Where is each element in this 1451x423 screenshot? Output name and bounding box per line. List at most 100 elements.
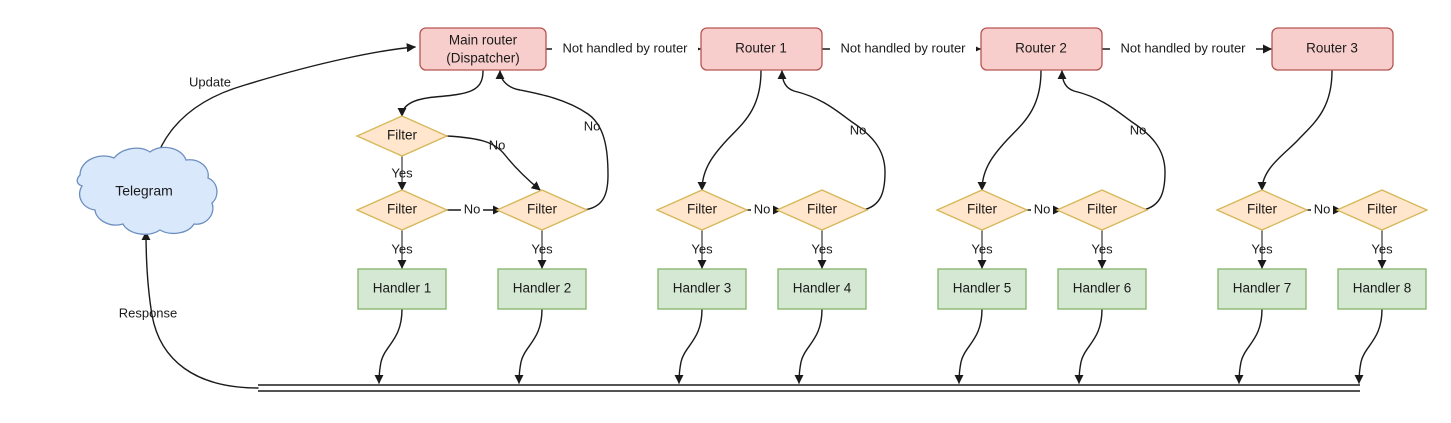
edge-f2-no-main: No bbox=[495, 70, 609, 211]
handler-3-label: Handler 3 bbox=[673, 281, 732, 296]
edge-label-not-handled-2: Not handled by router bbox=[840, 40, 966, 55]
edge-f7-no-f8: No bbox=[1303, 201, 1342, 218]
edge-response: Response bbox=[119, 231, 259, 389]
edge-label-yes-5: Yes bbox=[811, 241, 833, 256]
handler-box-8[interactable]: Handler 8 bbox=[1337, 268, 1427, 310]
edge-label-response: Response bbox=[119, 305, 178, 320]
filter-diamond-2[interactable]: Filter bbox=[495, 189, 589, 231]
handler-box-7[interactable]: Handler 7 bbox=[1217, 268, 1307, 310]
edge-label-not-handled-1: Not handled by router bbox=[562, 40, 688, 55]
handler-5-label: Handler 5 bbox=[953, 281, 1012, 296]
edge-f1-no-f2: No bbox=[443, 201, 502, 218]
filter-diamond-5[interactable]: Filter bbox=[935, 189, 1029, 231]
edge-f5-yes-h5: Yes bbox=[971, 230, 993, 269]
edge-label-yes-1: Yes bbox=[391, 165, 413, 180]
edge-h5-to-bus bbox=[954, 308, 983, 384]
router-box-main[interactable]: Main router (Dispatcher) bbox=[419, 27, 547, 71]
edge-h8-to-bus bbox=[1354, 308, 1383, 384]
edge-label-yes-6: Yes bbox=[971, 241, 993, 256]
edge-f8-yes-h8: Yes bbox=[1371, 230, 1393, 269]
telegram-cloud-label: Telegram bbox=[115, 183, 173, 199]
edge-label-yes-2: Yes bbox=[391, 241, 413, 256]
edge-label-not-handled-3: Not handled by router bbox=[1120, 40, 1246, 55]
handler-4-label: Handler 4 bbox=[793, 281, 852, 296]
edge-label-no-1: No bbox=[489, 137, 506, 152]
handler-box-1[interactable]: Handler 1 bbox=[357, 268, 447, 310]
telegram-cloud-node[interactable]: Telegram bbox=[76, 146, 218, 235]
edge-router2-to-router3: Not handled by router bbox=[1101, 40, 1272, 58]
filter-6-label: Filter bbox=[1087, 202, 1118, 217]
handler-box-5[interactable]: Handler 5 bbox=[937, 268, 1027, 310]
filter-8-label: Filter bbox=[1367, 202, 1398, 217]
edge-label-update: Update bbox=[189, 74, 231, 89]
edge-f6-no-router2: No bbox=[1057, 70, 1166, 211]
edge-label-no-6: No bbox=[1034, 201, 1051, 216]
handler-box-3[interactable]: Handler 3 bbox=[657, 268, 747, 310]
edge-f7-yes-h7: Yes bbox=[1251, 230, 1273, 269]
handler-box-2[interactable]: Handler 2 bbox=[497, 268, 587, 310]
handler-box-4[interactable]: Handler 4 bbox=[777, 268, 867, 310]
router-main-line2: (Dispatcher) bbox=[446, 51, 520, 66]
handler-8-label: Handler 8 bbox=[1353, 281, 1412, 296]
filter-diamond-3[interactable]: Filter bbox=[655, 189, 749, 231]
edge-h2-to-bus bbox=[514, 308, 543, 384]
edge-main-to-f0 bbox=[397, 70, 484, 117]
filter-diamond-6[interactable]: Filter bbox=[1055, 189, 1149, 231]
handler-2-label: Handler 2 bbox=[513, 281, 572, 296]
handler-7-label: Handler 7 bbox=[1233, 281, 1292, 296]
filter-5-label: Filter bbox=[967, 202, 998, 217]
edge-label-no-3: No bbox=[584, 118, 601, 133]
edge-label-yes-7: Yes bbox=[1091, 241, 1113, 256]
edge-h4-to-bus bbox=[794, 308, 823, 384]
edge-router1-to-router2: Not handled by router bbox=[821, 40, 981, 58]
edge-h3-to-bus bbox=[674, 308, 703, 384]
edge-f0-yes-f1: Yes bbox=[391, 156, 413, 191]
edge-label-yes-9: Yes bbox=[1371, 241, 1393, 256]
router-3-label: Router 3 bbox=[1306, 41, 1358, 56]
filter-2-label: Filter bbox=[527, 202, 558, 217]
filter-0-label: Filter bbox=[387, 128, 418, 143]
filter-3-label: Filter bbox=[687, 202, 718, 217]
edge-router1-to-f3 bbox=[697, 70, 762, 191]
router-box-2[interactable]: Router 2 bbox=[980, 27, 1103, 71]
filter-4-label: Filter bbox=[807, 202, 838, 217]
edge-f1-yes-h1: Yes bbox=[391, 230, 413, 269]
edge-f3-yes-h3: Yes bbox=[691, 230, 713, 269]
edge-h6-to-bus bbox=[1074, 308, 1103, 384]
edge-f5-no-f6: No bbox=[1023, 201, 1062, 218]
edge-label-no-5: No bbox=[850, 122, 867, 137]
edge-f3-no-f4: No bbox=[743, 201, 782, 218]
edge-h1-to-bus bbox=[374, 308, 403, 384]
filter-diamond-4[interactable]: Filter bbox=[775, 189, 869, 231]
filter-7-label: Filter bbox=[1247, 202, 1278, 217]
edge-label-yes-4: Yes bbox=[691, 241, 713, 256]
edge-label-yes-8: Yes bbox=[1251, 241, 1273, 256]
edge-label-no-7: No bbox=[1130, 122, 1147, 137]
edge-router2-to-f5 bbox=[977, 70, 1042, 191]
edge-main-to-router1: Not handled by router bbox=[545, 40, 701, 58]
response-bus bbox=[258, 384, 1360, 392]
edge-router3-to-f7 bbox=[1257, 70, 1333, 191]
edge-f2-yes-h2: Yes bbox=[531, 230, 553, 269]
filter-diamond-1[interactable]: Filter bbox=[355, 189, 449, 231]
edge-label-yes-3: Yes bbox=[531, 241, 553, 256]
router-box-3[interactable]: Router 3 bbox=[1271, 27, 1394, 71]
filter-1-label: Filter bbox=[387, 202, 418, 217]
handler-1-label: Handler 1 bbox=[373, 281, 432, 296]
edge-h7-to-bus bbox=[1234, 308, 1263, 384]
edge-f4-no-router1: No bbox=[777, 70, 886, 211]
edge-label-no-2: No bbox=[464, 201, 481, 216]
edge-f0-no-f2: No bbox=[446, 135, 541, 191]
edge-label-no-8: No bbox=[1314, 201, 1331, 216]
filter-diamond-8[interactable]: Filter bbox=[1335, 189, 1429, 231]
router-2-label: Router 2 bbox=[1015, 41, 1067, 56]
edge-f4-yes-h4: Yes bbox=[811, 230, 833, 269]
router-box-1[interactable]: Router 1 bbox=[700, 27, 823, 71]
router-main-line1: Main router bbox=[449, 33, 518, 48]
handler-box-6[interactable]: Handler 6 bbox=[1057, 268, 1147, 310]
router-1-label: Router 1 bbox=[735, 41, 787, 56]
filter-diamond-0[interactable]: Filter bbox=[355, 115, 449, 157]
filter-diamond-7[interactable]: Filter bbox=[1215, 189, 1309, 231]
